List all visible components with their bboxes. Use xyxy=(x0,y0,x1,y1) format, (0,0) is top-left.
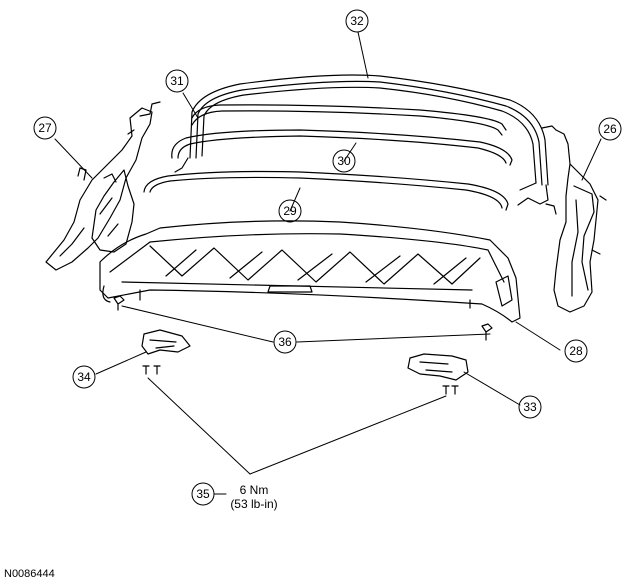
part-27-linkage xyxy=(45,101,161,271)
callout-34: 34 xyxy=(77,370,91,384)
part-29-seal xyxy=(143,170,509,211)
part-35-bolts xyxy=(142,365,459,395)
torque-lbin: (53 lb-in) xyxy=(230,497,277,511)
callout-circles xyxy=(33,9,622,506)
callout-35: 35 xyxy=(196,487,210,501)
callout-31: 31 xyxy=(170,74,184,88)
part-28-tray xyxy=(99,220,521,323)
callout-28: 28 xyxy=(569,344,583,358)
callout-29: 29 xyxy=(283,204,297,218)
part-31-rail xyxy=(191,104,507,136)
part-32-frame-bow xyxy=(174,74,549,206)
callout-27: 27 xyxy=(38,121,52,135)
part-30-seal xyxy=(171,129,513,166)
part-36-push-pins xyxy=(113,295,493,341)
callout-36: 36 xyxy=(278,335,292,349)
part-33-bracket xyxy=(407,353,469,381)
part-26-linkage xyxy=(541,125,607,313)
callout-32: 32 xyxy=(350,14,364,28)
part-34-bracket xyxy=(141,329,191,355)
torque-nm: 6 Nm xyxy=(240,483,269,497)
callout-30: 30 xyxy=(337,154,351,168)
leader-lines xyxy=(54,31,602,495)
callout-33: 33 xyxy=(523,400,537,414)
figure-id: N0086444 xyxy=(4,568,55,580)
callout-26: 26 xyxy=(603,122,617,136)
